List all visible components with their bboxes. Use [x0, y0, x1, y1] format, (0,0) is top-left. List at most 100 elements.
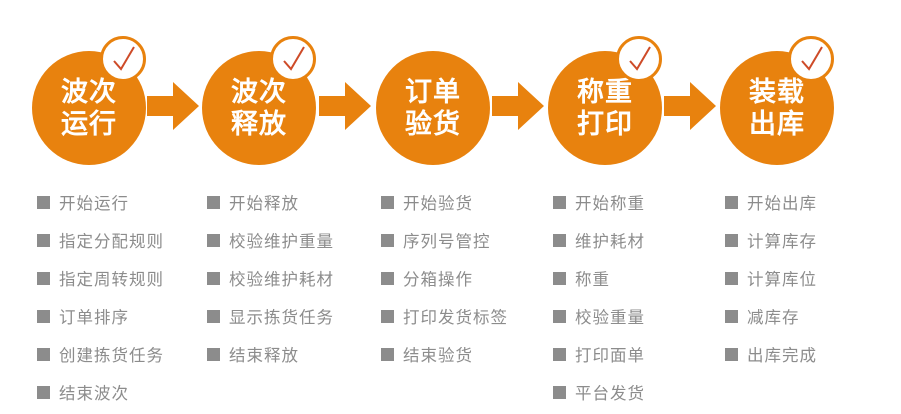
stage-circle: 装载 出库: [720, 36, 834, 165]
step-label: 打印发货标签: [403, 309, 508, 327]
bullet-square-icon: [207, 195, 220, 209]
stage-step-list: 开始运行 指定分配规则 指定周转规则 订单排序 创建拣货任务 结束波次: [37, 183, 164, 411]
arrow-right-icon: [147, 82, 199, 130]
list-item: 开始释放: [207, 183, 334, 221]
step-label: 序列号管控: [403, 233, 491, 251]
completed-badge: [270, 36, 316, 82]
bullet-square-icon: [207, 347, 220, 361]
list-item: 指定周转规则: [37, 259, 164, 297]
list-item: 称重: [553, 259, 645, 297]
list-item: 开始验货: [381, 183, 508, 221]
list-item: 计算库存: [725, 221, 817, 259]
bullet-square-icon: [553, 271, 566, 285]
stage-step-list: 开始验货 序列号管控 分箱操作 打印发货标签 结束验货: [381, 183, 508, 373]
step-label: 显示拣货任务: [229, 309, 334, 327]
list-item: 开始运行: [37, 183, 164, 221]
stage-step-list: 开始释放 校验维护重量 校验维护耗材 显示拣货任务 结束释放: [207, 183, 334, 373]
list-item: 打印面单: [553, 335, 645, 373]
bullet-square-icon: [381, 309, 394, 323]
step-label: 开始称重: [575, 195, 645, 213]
bullet-square-icon: [37, 271, 50, 285]
bullet-square-icon: [381, 347, 394, 361]
bullet-square-icon: [381, 233, 394, 247]
bullet-square-icon: [553, 309, 566, 323]
arrow-right-icon: [492, 82, 544, 130]
list-item: 校验维护耗材: [207, 259, 334, 297]
list-item: 显示拣货任务: [207, 297, 334, 335]
step-label: 计算库位: [747, 271, 817, 289]
stage-title: 订单 验货: [405, 76, 461, 140]
stage-step-list: 开始出库 计算库存 计算库位 减库存 出库完成: [725, 183, 817, 373]
list-item: 开始称重: [553, 183, 645, 221]
list-item: 维护耗材: [553, 221, 645, 259]
list-item: 开始出库: [725, 183, 817, 221]
step-label: 结束波次: [59, 385, 129, 403]
list-item: 创建拣货任务: [37, 335, 164, 373]
bullet-square-icon: [381, 271, 394, 285]
list-item: 指定分配规则: [37, 221, 164, 259]
step-label: 减库存: [747, 309, 800, 327]
completed-badge: [616, 36, 662, 82]
step-label: 校验维护重量: [229, 233, 334, 251]
list-item: 计算库位: [725, 259, 817, 297]
bullet-square-icon: [37, 195, 50, 209]
step-label: 创建拣货任务: [59, 347, 164, 365]
list-item: 减库存: [725, 297, 817, 335]
list-item: 结束释放: [207, 335, 334, 373]
arrow-right-icon: [664, 82, 716, 130]
bullet-square-icon: [37, 385, 50, 399]
checkmark-icon: [629, 46, 651, 71]
stage-title-line: 称重: [577, 77, 633, 107]
step-label: 维护耗材: [575, 233, 645, 251]
stage-title-line: 打印: [577, 109, 633, 139]
step-label: 打印面单: [575, 347, 645, 365]
arrow-right-icon: [319, 82, 371, 130]
list-item: 打印发货标签: [381, 297, 508, 335]
stage-title: 波次 释放: [231, 76, 287, 140]
stage-title-line: 运行: [61, 109, 117, 139]
list-item: 分箱操作: [381, 259, 508, 297]
bullet-square-icon: [725, 271, 738, 285]
list-item: 校验维护重量: [207, 221, 334, 259]
step-label: 分箱操作: [403, 271, 473, 289]
list-item: 序列号管控: [381, 221, 508, 259]
stage-column-weigh-print: 称重 打印 开始称重 维护耗材 称重 校验重量 打印面单 平台发货: [548, 0, 713, 414]
checkmark-icon: [113, 46, 135, 71]
stage-title-line: 出库: [749, 109, 805, 139]
checkmark-icon: [283, 46, 305, 71]
step-label: 计算库存: [747, 233, 817, 251]
bullet-square-icon: [207, 309, 220, 323]
list-item: 平台发货: [553, 373, 645, 411]
step-label: 称重: [575, 271, 610, 289]
stage-title: 装载 出库: [749, 76, 805, 140]
list-item: 结束波次: [37, 373, 164, 411]
stage-circle: 称重 打印: [548, 36, 662, 165]
stage-column-order-inspection: 订单 验货 开始验货 序列号管控 分箱操作 打印发货标签 结束验货: [376, 0, 541, 414]
step-label: 结束释放: [229, 347, 299, 365]
stage-circle: 波次 释放: [202, 36, 316, 165]
step-label: 开始出库: [747, 195, 817, 213]
step-label: 结束验货: [403, 347, 473, 365]
bullet-square-icon: [553, 233, 566, 247]
step-label: 开始释放: [229, 195, 299, 213]
stage-column-wave-release: 波次 释放 开始释放 校验维护重量 校验维护耗材 显示拣货任务 结束释放: [202, 0, 367, 414]
completed-badge: [788, 36, 834, 82]
step-label: 出库完成: [747, 347, 817, 365]
step-label: 平台发货: [575, 385, 645, 403]
stage-column-load-outbound: 装载 出库 开始出库 计算库存 计算库位 减库存 出库完成: [720, 0, 885, 414]
bullet-square-icon: [207, 271, 220, 285]
completed-badge: [100, 36, 146, 82]
bullet-square-icon: [725, 309, 738, 323]
bullet-square-icon: [381, 195, 394, 209]
bullet-square-icon: [553, 385, 566, 399]
stage-title: 称重 打印: [577, 76, 633, 140]
stage-title-line: 验货: [405, 109, 461, 139]
bullet-square-icon: [37, 309, 50, 323]
stage-title-line: 波次: [231, 77, 287, 107]
step-label: 开始运行: [59, 195, 129, 213]
stage-title-line: 订单: [405, 77, 461, 107]
step-label: 指定分配规则: [59, 233, 164, 251]
stage-title-line: 装载: [749, 77, 805, 107]
stage-title-line: 释放: [231, 109, 287, 139]
